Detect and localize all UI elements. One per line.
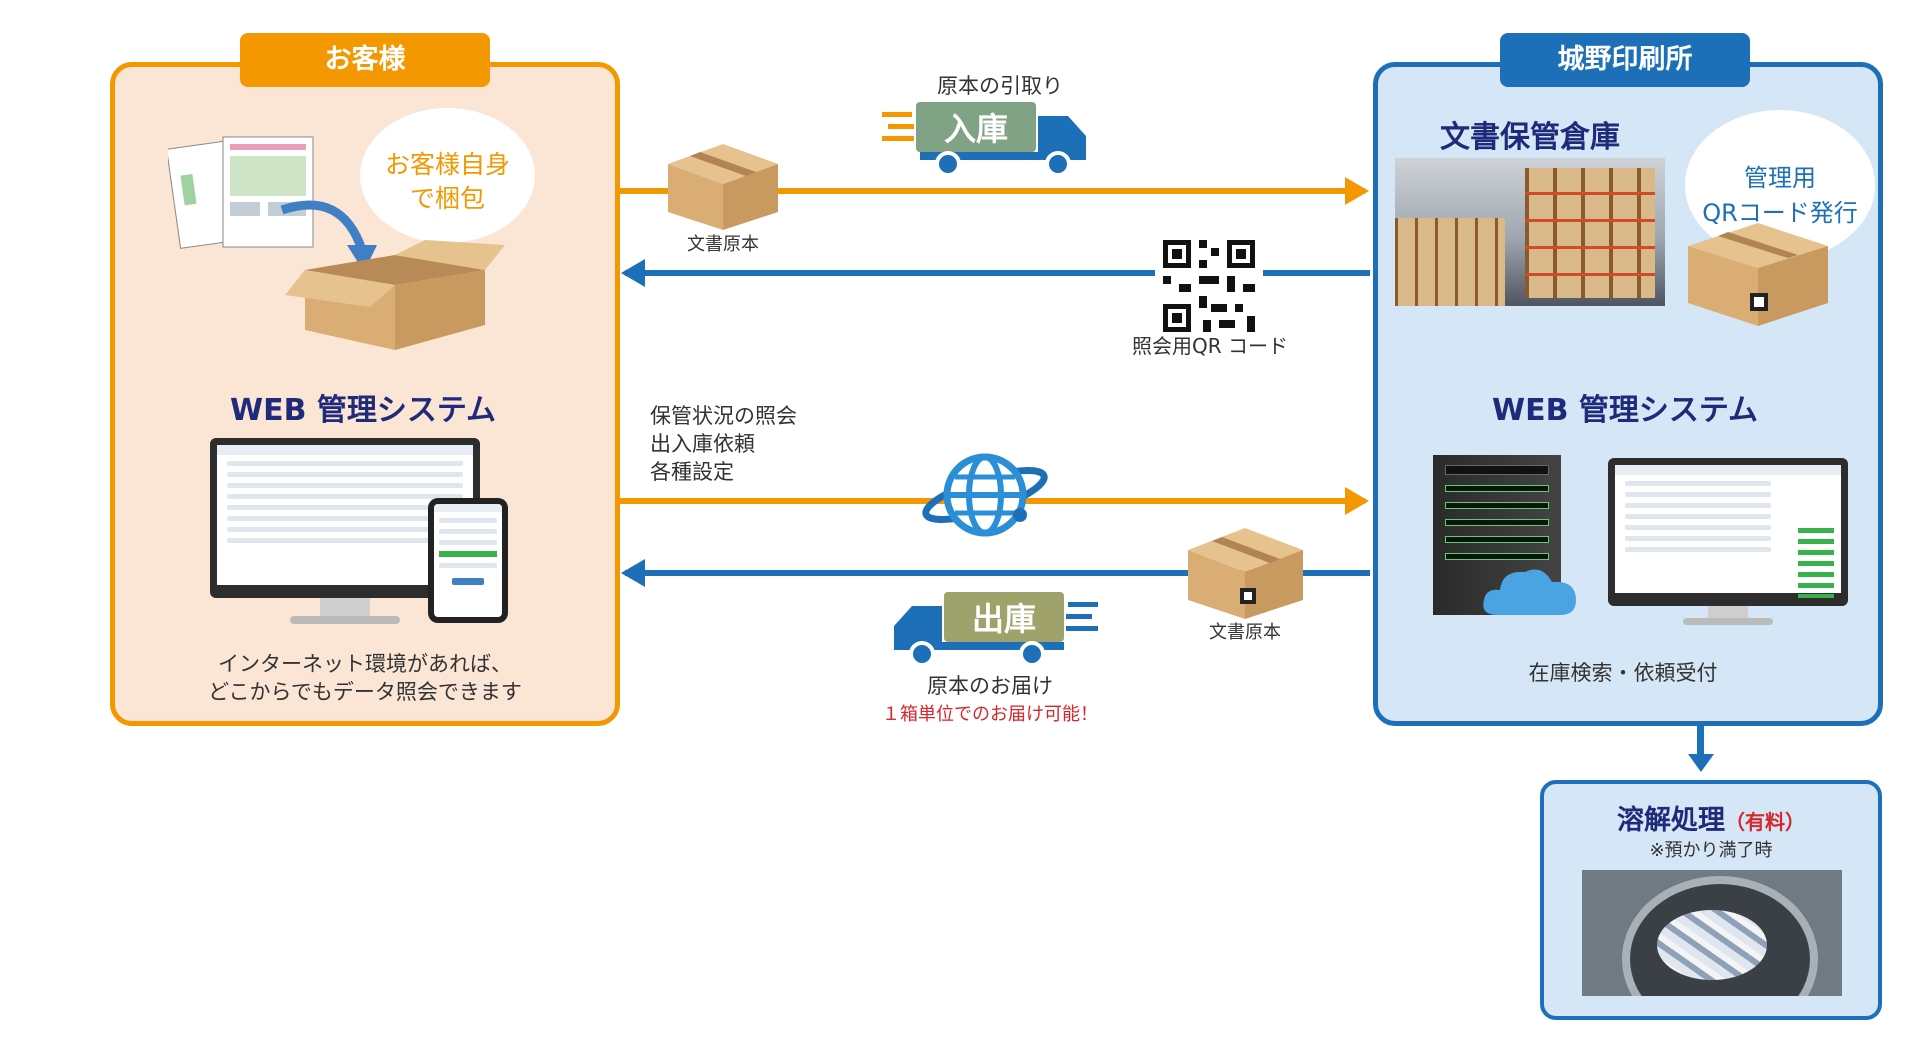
qr-box-icon [1688,223,1828,326]
inbound-truck-icon [882,102,1086,177]
disposal-connector [1697,726,1704,756]
qr-code-label: 照会用QR コード [1132,334,1288,358]
self-pack-text: お客様自身 で梱包 [384,150,510,213]
customer-monitor-stand [320,598,370,618]
inbound-box-label: 文書原本 [687,234,759,255]
customer-monitor-base [290,616,400,624]
outbound-note: １箱単位でのお届け可能！ [882,704,1098,725]
cloud-icon [1483,569,1576,615]
warehouse-photo [1395,158,1665,306]
printer-caption: 在庫検索・依頼受付 [1528,661,1718,685]
qr-code-icon [1155,232,1263,340]
customer-caption-1: インターネット環境があれば、 [218,652,512,676]
smartphone [428,498,508,623]
open-box-icon [285,240,505,350]
inbound-title: 原本の引取り [937,74,1063,98]
warehouse-title: 文書保管倉庫 [1440,120,1620,155]
globe-icon [922,453,1048,537]
server-tower [1433,455,1561,615]
disposal-arrowhead [1688,754,1714,772]
qr-issue-line1: 管理用 [1744,164,1816,192]
customer-web-title: WEB 管理システム [230,393,496,428]
pack-arrow-icon [280,200,377,272]
disposal-title: 溶解処理 [1617,805,1725,836]
customer-caption-2: どこからでもデータ照会できます [208,680,522,704]
printer-monitor-stand [1708,606,1748,620]
outbound-title: 原本のお届け [927,674,1053,698]
printer-web-title: WEB 管理システム [1492,393,1758,428]
disposal-paid: （有料） [1725,810,1805,834]
web-flow-line2: 出入庫依頼 [650,432,755,456]
outbound-truck-label: 出庫 [971,600,1036,638]
disposal-title-row: 溶解処理（有料） [1540,798,1882,837]
qr-return-arrow [621,259,1370,287]
disposal-note: ※預かり満了時 [1649,840,1773,861]
printer-monitor-base [1683,618,1773,625]
outbound-truck-icon [894,592,1098,667]
customer-tab: お客様 [240,33,490,87]
inbound-arrow [620,177,1369,205]
self-pack-bubble: お客様自身 で梱包 [360,108,535,243]
outbound-arrow [621,559,1370,587]
printer-tab: 城野印刷所 [1500,33,1750,87]
disposal-photo [1582,870,1842,996]
documents-icon [168,136,314,249]
web-flow-line3: 各種設定 [650,460,734,484]
web-flow-line1: 保管状況の照会 [650,404,797,428]
inbound-truck-label: 入庫 [943,110,1008,148]
qr-issue-line2: QRコード発行 [1702,199,1858,227]
outbound-box-label: 文書原本 [1209,622,1281,643]
outbound-box-icon [1188,528,1303,619]
inbound-box-icon [668,144,778,230]
printer-monitor [1608,458,1848,606]
